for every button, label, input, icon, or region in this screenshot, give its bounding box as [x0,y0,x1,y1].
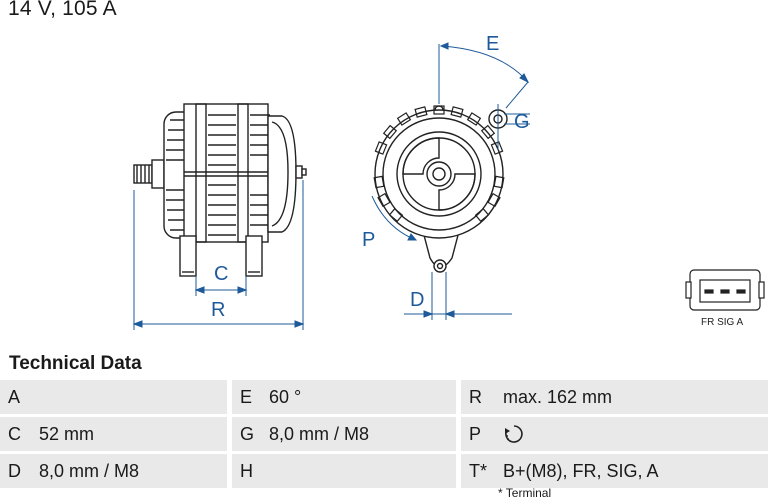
spec-value [497,415,768,454]
connector-pin-labels: FR SIG A [701,317,744,328]
table-row: D 8,0 mm / M8 H T* B+(M8), FR, SIG, A [0,452,768,491]
dimension-label-e: E [486,33,499,55]
spec-key: A [0,380,33,417]
connector-plug [685,269,765,311]
spec-value: 60 ° [263,380,456,417]
alternator-drawing: C R [132,33,765,330]
spec-key: T* [461,452,497,491]
alternator-front-view [373,105,508,273]
spec-value [263,452,456,491]
spec-key: E [232,380,263,417]
dimension-label-d: D [410,289,424,311]
spec-key: P [461,415,497,454]
spec-key: D [0,452,33,491]
spec-key: H [232,452,263,491]
alternator-side-view [133,103,307,277]
spec-key: C [0,415,33,454]
front-view-dimensions [371,42,530,320]
spec-value: 52 mm [33,415,227,454]
technical-data-title: Technical Data [9,353,142,374]
spec-value: B+(M8), FR, SIG, A [497,452,768,491]
product-rating-title: 14 V, 105 A [8,0,117,20]
spec-value: 8,0 mm / M8 [33,452,227,491]
spec-value [33,380,227,417]
rotation-direction-icon [505,425,523,443]
table-row: C 52 mm G 8,0 mm / M8 P [0,415,768,454]
spec-value: 8,0 mm / M8 [263,415,456,454]
spec-key: R [461,380,497,417]
side-view-dimensions [132,180,305,330]
technical-data-table: A E 60 ° R max. 162 mm C 52 mm G 8,0 mm … [0,380,768,491]
terminal-footnote: * Terminal [498,486,552,500]
dimension-label-r: R [211,299,225,321]
dimension-label-p: P [362,229,375,251]
dimension-label-c: C [214,263,228,285]
spec-value: max. 162 mm [497,380,768,417]
spec-key: G [232,415,263,454]
dimension-label-g: G [514,111,530,133]
table-row: A E 60 ° R max. 162 mm [0,380,768,417]
